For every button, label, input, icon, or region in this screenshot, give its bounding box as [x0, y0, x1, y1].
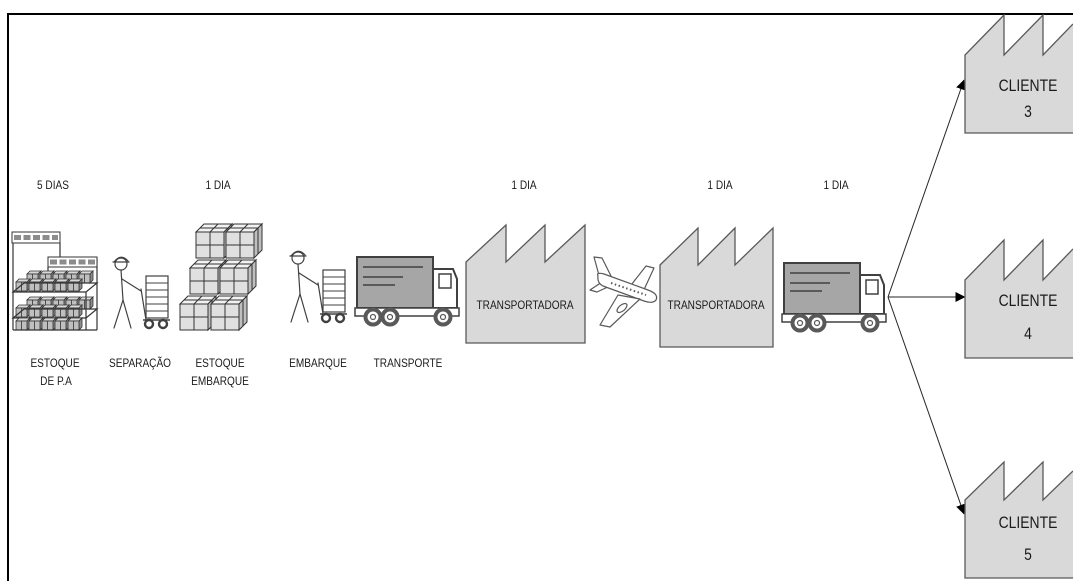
factory-icon: [965, 15, 1073, 133]
stacked-boxes-icon: [180, 224, 262, 330]
carrier-1-label: TRANSPORTADORA: [477, 299, 575, 312]
airplane-icon: [590, 257, 657, 327]
worker-hand-truck-icon: [113, 257, 170, 328]
step-estoque-pa-label-line1: ESTOQUE: [30, 357, 79, 370]
lead-time-estoque-embarque: 1 DIA: [205, 179, 231, 192]
lead-time-transporte-final: 1 DIA: [823, 179, 849, 192]
client-3-label: CLIENTE: [999, 77, 1058, 96]
client-3: CLIENTE 3: [965, 15, 1073, 133]
step-estoque-pa-label-line2: DE P.A: [40, 375, 72, 388]
warehouse-shelves-icon: [12, 232, 97, 330]
step-embarque-label: EMBARQUE: [289, 357, 347, 370]
step-estoque-embarque-label-line2: EMBARQUE: [191, 375, 249, 388]
carrier-2: TRANSPORTADORA: [660, 228, 773, 347]
client-5-label: CLIENTE: [999, 514, 1058, 533]
flow-arrow-client-3: [888, 80, 964, 297]
lead-time-transportadora-1: 1 DIA: [511, 179, 537, 192]
carrier-2-label: TRANSPORTADORA: [668, 299, 766, 312]
flow-arrow-client-5: [888, 297, 964, 514]
client-3-number: 3: [1024, 103, 1032, 122]
client-5-number: 5: [1024, 546, 1032, 565]
lead-time-estoque-pa: 5 DIAS: [37, 179, 69, 192]
client-5: CLIENTE 5: [965, 462, 1073, 578]
lead-time-transportadora-2: 1 DIA: [707, 179, 733, 192]
client-4-number: 4: [1024, 325, 1032, 344]
truck-icon: [355, 257, 459, 325]
step-separacao-label: SEPARAÇÃO: [109, 356, 171, 370]
client-4: CLIENTE 4: [965, 240, 1073, 358]
factory-icon: [466, 225, 585, 343]
worker-hand-truck-icon: [290, 251, 347, 322]
carrier-1: TRANSPORTADORA: [466, 225, 585, 343]
client-4-label: CLIENTE: [999, 292, 1058, 311]
truck-icon: [782, 263, 886, 331]
factory-icon: [660, 228, 773, 347]
step-transporte-label: TRANSPORTE: [374, 357, 443, 370]
step-estoque-embarque-label-line1: ESTOQUE: [195, 357, 244, 370]
